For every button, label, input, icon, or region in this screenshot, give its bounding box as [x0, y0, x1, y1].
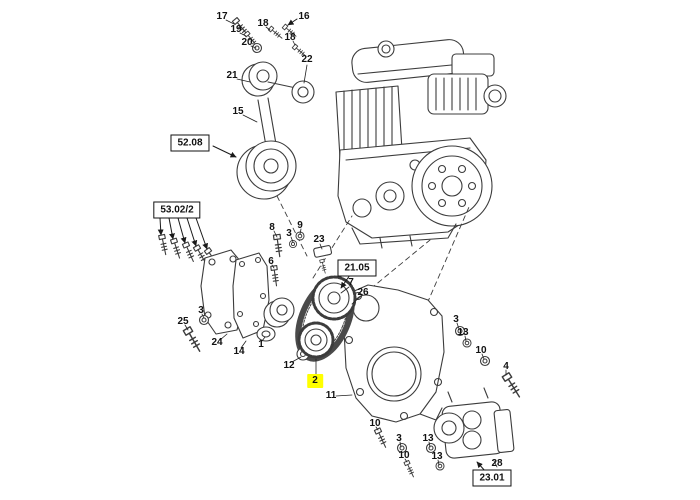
timing-cover-drawing [343, 284, 445, 423]
part-label-13-c[interactable]: 13 [431, 451, 443, 462]
part-label-6[interactable]: 6 [268, 256, 274, 267]
part-label-22[interactable]: 22 [301, 54, 313, 65]
part-label-18-b[interactable]: 18 [284, 32, 296, 43]
part-label-10-b[interactable]: 10 [369, 418, 381, 429]
part-label-4[interactable]: 4 [503, 361, 509, 372]
hydraulic-pump-drawing [433, 387, 515, 459]
engine-drawing [335, 39, 507, 249]
part-label-16[interactable]: 16 [298, 11, 310, 22]
water-pump-parts-drawing [158, 231, 333, 354]
part-label-3-b[interactable]: 3 [198, 305, 204, 316]
part-label-7[interactable]: 7 [348, 277, 354, 288]
part-label-17[interactable]: 17 [216, 11, 228, 22]
part-label-11[interactable]: 11 [325, 390, 337, 401]
part-label-3-d[interactable]: 3 [396, 433, 402, 444]
part-label-3-c[interactable]: 3 [453, 314, 459, 325]
ref-box-21-05[interactable]: 21.05 [337, 259, 377, 277]
part-label-9[interactable]: 9 [297, 220, 303, 231]
part-label-10-c[interactable]: 10 [398, 450, 410, 461]
part-label-18-a[interactable]: 18 [257, 18, 269, 29]
part-label-24[interactable]: 24 [211, 337, 223, 348]
part-label-8[interactable]: 8 [269, 222, 275, 233]
ref-box-52-08[interactable]: 52.08 [170, 134, 210, 152]
part-label-3-a[interactable]: 3 [286, 228, 292, 239]
ref-box-53-02-2[interactable]: 53.02/2 [153, 201, 201, 219]
part-label-13-a[interactable]: 13 [457, 327, 469, 338]
part-label-13-b[interactable]: 13 [422, 433, 434, 444]
part-label-25[interactable]: 25 [177, 316, 189, 327]
leader-lines [184, 19, 507, 468]
part-label-12[interactable]: 12 [283, 360, 295, 371]
ref-box-23-01[interactable]: 23.01 [472, 469, 512, 487]
part-label-23[interactable]: 23 [313, 234, 325, 245]
part-label-21[interactable]: 21 [226, 70, 238, 81]
part-label-28[interactable]: 28 [491, 458, 503, 469]
part-label-2-highlighted[interactable]: 2 [307, 374, 323, 388]
part-label-1[interactable]: 1 [258, 339, 264, 350]
part-label-19[interactable]: 19 [230, 24, 242, 35]
part-label-26[interactable]: 26 [357, 287, 369, 298]
crank-pulley-drawing [236, 61, 315, 200]
part-label-15[interactable]: 15 [232, 106, 244, 117]
part-label-10-a[interactable]: 10 [475, 345, 487, 356]
part-label-14[interactable]: 14 [233, 346, 245, 357]
part-label-20[interactable]: 20 [241, 37, 253, 48]
